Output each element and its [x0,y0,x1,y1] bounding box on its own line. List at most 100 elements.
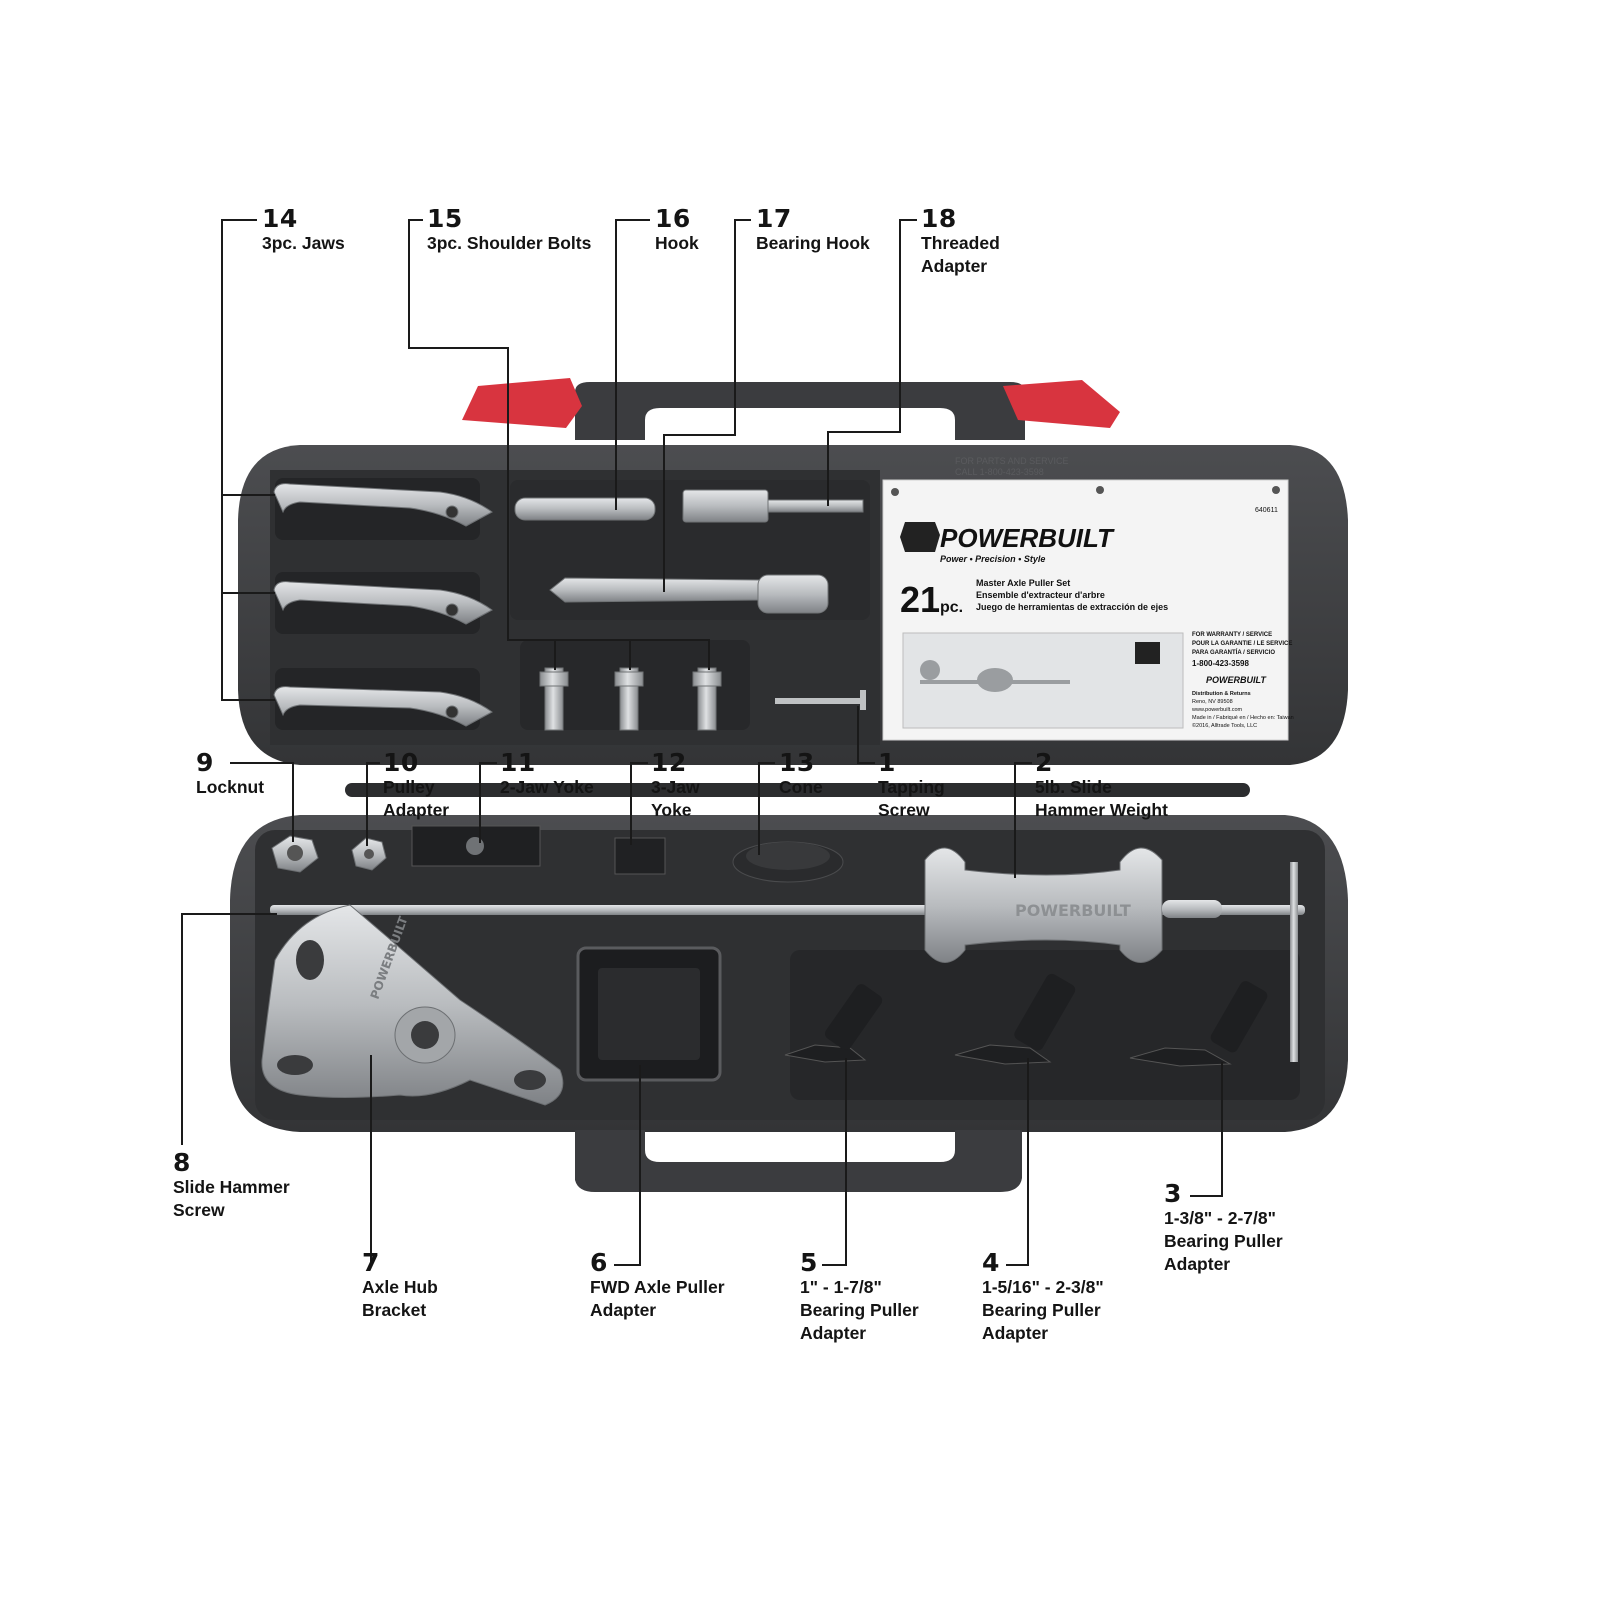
callout-9: 9 Locknut [196,750,264,799]
lid-latch-left [462,378,582,428]
callout-9-number: 9 [196,748,214,777]
bearing-adapter-3 [1129,981,1268,1067]
leader-8 [181,913,277,1145]
shoulder-bolts-set [539,667,722,731]
callout-13-number: 13 [779,748,815,777]
callout-13-label: Cone [779,777,823,797]
base-handle [575,1130,1022,1192]
case-hinge [345,783,1250,797]
callout-15: 15 3pc. Shoulder Bolts [427,206,591,255]
leader-5 [822,1058,847,1266]
card-title-en: Master Axle Puller Set [976,578,1070,588]
card-count: 21 [900,579,940,620]
label-card: POWERBUILT Power • Precision • Style 640… [882,479,1294,741]
card-dist-3: www.powerbuilt.com [1191,707,1243,713]
callout-16: 16 Hook [655,206,699,255]
slide-hammer-weight-part: POWERBUILT [924,847,1222,963]
lid-handle [575,382,1025,440]
leader-11 [479,762,497,843]
bearing-hook-tool [549,574,829,614]
leader-4 [1006,1058,1029,1266]
card-phone: 1-800-423-3598 [1192,659,1249,668]
bearing-adapter-5 [784,984,883,1063]
callout-13: 13 Cone [779,750,823,799]
fwd-axle-adapter-part [576,946,722,1082]
powerbuilt-logo-icon [900,522,940,552]
leader-16 [615,219,650,510]
leader-10 [366,762,380,846]
leader-15 [408,219,710,670]
callout-11: 11 2-Jaw Yoke [500,750,594,799]
card-warranty-1: FOR WARRANTY / SERVICE [1192,632,1272,638]
axle-hub-bracket-part: POWERBUILT [261,904,564,1106]
card-photo-tools [920,642,1160,692]
cone-part [732,841,844,883]
card-tagline: Power • Precision • Style [940,554,1045,564]
callout-15-number: 15 [427,204,463,233]
callout-1-number: 1 [878,748,896,777]
callout-14-label: 3pc. Jaws [262,233,345,253]
card-dist-5: ©2016, Alltrade Tools, LLC [1192,722,1257,729]
case-parts-phone-text: CALL 1-800-423-3598 [955,467,1044,477]
jaw-3 [273,686,493,727]
callout-5-number: 5 [800,1248,818,1277]
hook-tool [514,497,656,521]
callout-18-number: 18 [921,204,957,233]
card-title-es: Juego de herramientas de extracción de e… [976,602,1168,612]
callout-6-number: 6 [590,1248,608,1277]
card-title-fr: Ensemble d'extracteur d'arbre [976,590,1105,600]
leader-17 [663,219,751,592]
callout-16-label: Hook [655,233,699,253]
jaw-1 [273,483,493,527]
leader-3 [1190,1062,1223,1197]
callout-10-number: 10 [383,748,419,777]
callout-15-label: 3pc. Shoulder Bolts [427,233,592,253]
callout-7-number: 7 [362,1248,380,1277]
tapping-screw-tool [775,690,866,710]
card-warranty-2: POUR LA GARANTIE / LE SERVICE [1192,641,1292,647]
callout-16-number: 16 [655,204,691,233]
callout-3-number: 3 [1164,1179,1182,1208]
bearing-adapter-4 [954,973,1076,1065]
t-handle-part [1290,862,1298,1062]
card-count-unit: pc. [940,599,963,616]
hammer-brand-text: POWERBUILT [1015,901,1131,920]
leader-lines [181,219,1223,1266]
locknut-part [271,835,319,873]
threaded-adapter-tool [682,489,864,523]
case-parts-service-text: FOR PARTS AND SERVICE [955,456,1069,466]
leader-13 [758,762,775,855]
callout-2-number: 2 [1035,748,1053,777]
callout-17-number: 17 [756,204,792,233]
callout-14: 14 3pc. Jaws [262,206,345,255]
leader-14 [221,219,275,701]
three-jaw-yoke-part [614,837,666,875]
card-dist-4: Made in / Fabriqué en / Hecho en: Taiwan [1192,715,1294,721]
callout-11-number: 11 [500,748,536,777]
callout-8-number: 8 [173,1148,191,1177]
lid-latch-right [1003,380,1120,428]
leader-9 [230,762,294,842]
card-dist-2: Reno, NV 89508 [1192,699,1233,705]
